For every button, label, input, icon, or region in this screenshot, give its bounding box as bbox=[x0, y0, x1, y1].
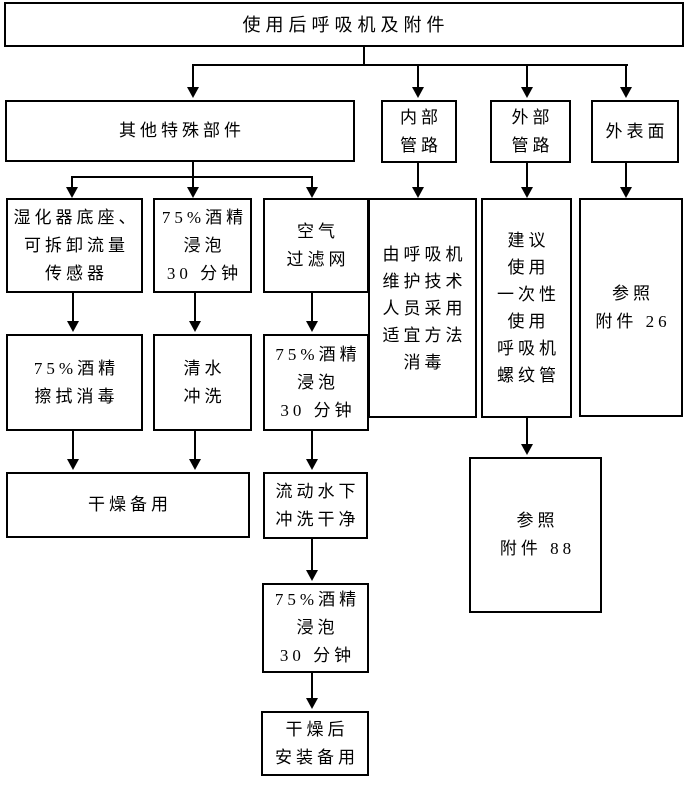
arrow-to-internal-pipeline bbox=[417, 64, 419, 89]
node-running-water-rinse: 流动水下 冲洗干净 bbox=[263, 472, 368, 539]
arrow-to-humidifier-base bbox=[71, 176, 73, 189]
arrow-to-air-filter bbox=[311, 176, 313, 189]
arrow-to-ref-annex-26 bbox=[625, 163, 627, 189]
node-ref-annex-26: 参照 附件 26 bbox=[579, 198, 683, 417]
arrowhead-to-outer-surface bbox=[620, 87, 632, 98]
arrowhead-to-alcohol-soak-2 bbox=[306, 321, 318, 332]
arrow-to-alcohol-wipe bbox=[72, 293, 74, 323]
arrowhead-to-dry-standby-right bbox=[189, 459, 201, 470]
node-alcohol-soak-1: 75%酒精 浸泡 30 分钟 bbox=[153, 198, 252, 293]
node-clean-water-rinse: 清水 冲洗 bbox=[153, 334, 252, 431]
arrowhead-to-disposable-tube bbox=[521, 187, 533, 198]
arrowhead-to-running-water-rinse bbox=[306, 459, 318, 470]
arrowhead-to-external-pipeline bbox=[521, 87, 533, 98]
node-alcohol-wipe: 75%酒精 擦拭消毒 bbox=[6, 334, 143, 431]
arrow-to-other-parts bbox=[192, 64, 194, 89]
arrowhead-to-dry-then-install bbox=[306, 698, 318, 709]
arrow-to-disposable-tube bbox=[526, 163, 528, 189]
arrow-to-running-water-rinse bbox=[311, 431, 313, 461]
node-ref-annex-88: 参照 附件 88 bbox=[469, 457, 602, 613]
connector-top-rail bbox=[192, 64, 628, 66]
arrowhead-to-internal-pipeline bbox=[412, 87, 424, 98]
arrow-to-clean-water-rinse bbox=[194, 293, 196, 323]
node-other-special-parts: 其他特殊部件 bbox=[5, 100, 355, 162]
arrowhead-to-other-parts bbox=[187, 87, 199, 98]
arrowhead-to-alcohol-soak-3 bbox=[306, 570, 318, 581]
node-alcohol-soak-3: 75%酒精 浸泡 30 分钟 bbox=[262, 583, 369, 673]
arrow-to-alcohol-soak-3 bbox=[311, 539, 313, 572]
connector-other-parts-stem bbox=[192, 162, 194, 177]
node-alcohol-soak-2: 75%酒精 浸泡 30 分钟 bbox=[263, 334, 369, 431]
node-root: 使用后呼吸机及附件 bbox=[4, 2, 684, 47]
arrow-to-ref-annex-88 bbox=[526, 418, 528, 446]
arrowhead-to-alcohol-soak-1 bbox=[187, 187, 199, 198]
arrow-to-dry-standby-left bbox=[72, 431, 74, 461]
node-outer-surface: 外表面 bbox=[591, 100, 679, 163]
node-air-filter: 空气 过滤网 bbox=[263, 198, 369, 293]
node-humidifier-base-flow-sensor: 湿化器底座、 可拆卸流量 传感器 bbox=[6, 198, 143, 293]
arrow-to-dry-then-install bbox=[311, 673, 313, 700]
arrow-to-outer-surface bbox=[625, 64, 627, 89]
arrowhead-to-ref-annex-26 bbox=[620, 187, 632, 198]
arrowhead-to-dry-standby-left bbox=[67, 459, 79, 470]
node-maintenance-disinfect: 由呼吸机 维护技术 人员采用 适宜方法 消毒 bbox=[368, 198, 477, 418]
arrowhead-to-alcohol-wipe bbox=[67, 321, 79, 332]
node-disposable-tube-advice: 建议 使用 一次性 使用 呼吸机 螺纹管 bbox=[481, 198, 572, 418]
arrow-to-external-pipeline bbox=[526, 64, 528, 89]
arrowhead-to-maintenance bbox=[412, 187, 424, 198]
arrow-to-maintenance bbox=[417, 163, 419, 189]
arrowhead-to-clean-water-rinse bbox=[189, 321, 201, 332]
arrow-to-alcohol-soak-1 bbox=[192, 176, 194, 189]
node-dry-standby: 干燥备用 bbox=[6, 472, 250, 538]
connector-root-stem bbox=[363, 47, 365, 65]
arrowhead-to-ref-annex-88 bbox=[521, 444, 533, 455]
arrowhead-to-air-filter bbox=[306, 187, 318, 198]
node-dry-then-install: 干燥后 安装备用 bbox=[261, 711, 369, 776]
node-external-pipeline: 外部 管路 bbox=[490, 100, 571, 163]
arrow-to-dry-standby-right bbox=[194, 431, 196, 461]
node-internal-pipeline: 内部 管路 bbox=[381, 100, 457, 163]
arrowhead-to-humidifier-base bbox=[66, 187, 78, 198]
arrow-to-alcohol-soak-2 bbox=[311, 293, 313, 323]
